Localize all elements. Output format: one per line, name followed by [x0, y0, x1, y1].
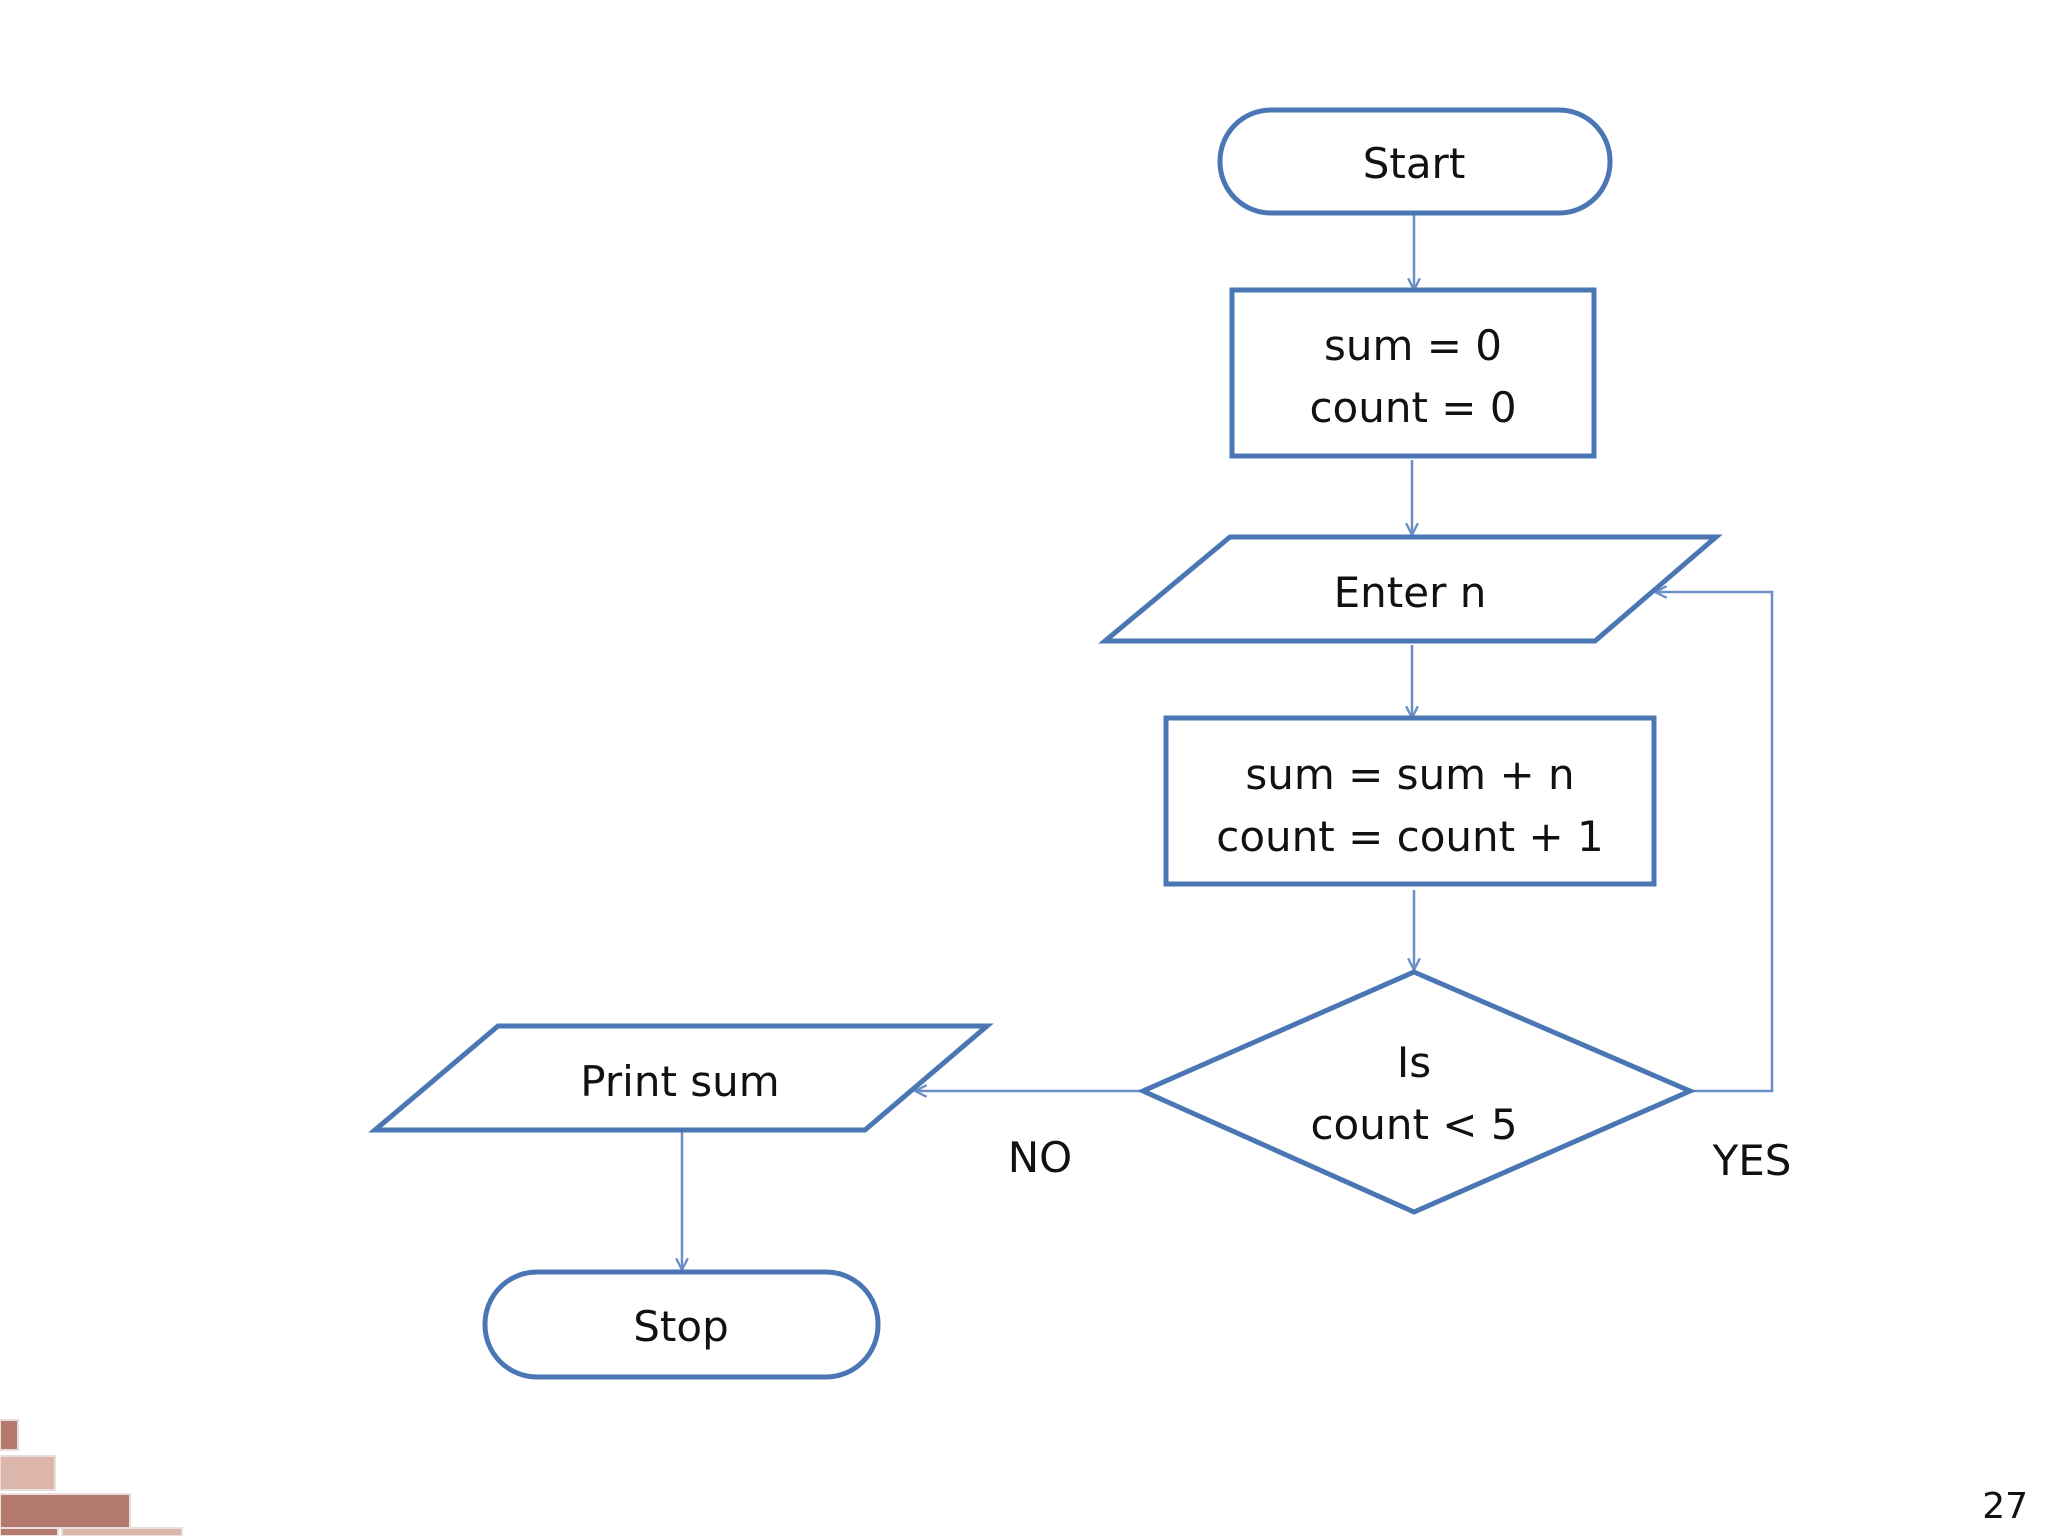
node-stop[interactable]: Stop	[482, 1269, 881, 1380]
brick-decoration	[0, 1419, 183, 1536]
io-shape	[368, 1023, 994, 1133]
process-shape	[1163, 715, 1657, 887]
node-label: Stop	[633, 1302, 728, 1351]
node-label-line-1: sum = 0	[1324, 321, 1502, 370]
brick	[61, 1527, 183, 1536]
brick	[0, 1493, 131, 1529]
node-input[interactable]: Enter n	[1098, 534, 1723, 644]
edge-label-yes: YES	[1712, 1136, 1792, 1185]
edge-label-no: NO	[1008, 1133, 1072, 1182]
node-label: Enter n	[1334, 568, 1487, 617]
node-label-line-1: sum = sum + n	[1245, 750, 1574, 799]
node-label: Start	[1363, 139, 1466, 188]
brick	[0, 1455, 56, 1491]
terminator-shape	[1217, 107, 1613, 216]
brick	[0, 1419, 19, 1451]
edge-decision-input	[1655, 592, 1774, 1093]
io-shape	[1098, 534, 1723, 644]
connectors	[682, 215, 1774, 1270]
decision-shape	[1136, 969, 1697, 1215]
node-label: Print sum	[580, 1057, 779, 1106]
node-start[interactable]: Start	[1217, 107, 1613, 216]
node-output[interactable]: Print sum	[368, 1023, 994, 1133]
node-label-line-2: count = 0	[1309, 383, 1516, 432]
page-number: 27	[1982, 1486, 2028, 1527]
brick	[0, 1527, 59, 1536]
node-label-line-2: count = count + 1	[1216, 812, 1604, 861]
node-decision[interactable]: Is count < 5	[1136, 969, 1697, 1215]
node-init[interactable]: sum = 0 count = 0	[1229, 287, 1597, 459]
terminator-shape	[482, 1269, 881, 1380]
node-update[interactable]: sum = sum + n count = count + 1	[1163, 715, 1657, 887]
node-label-line-1: Is	[1397, 1038, 1431, 1087]
node-label-line-2: count < 5	[1310, 1100, 1517, 1149]
process-shape	[1229, 287, 1597, 459]
